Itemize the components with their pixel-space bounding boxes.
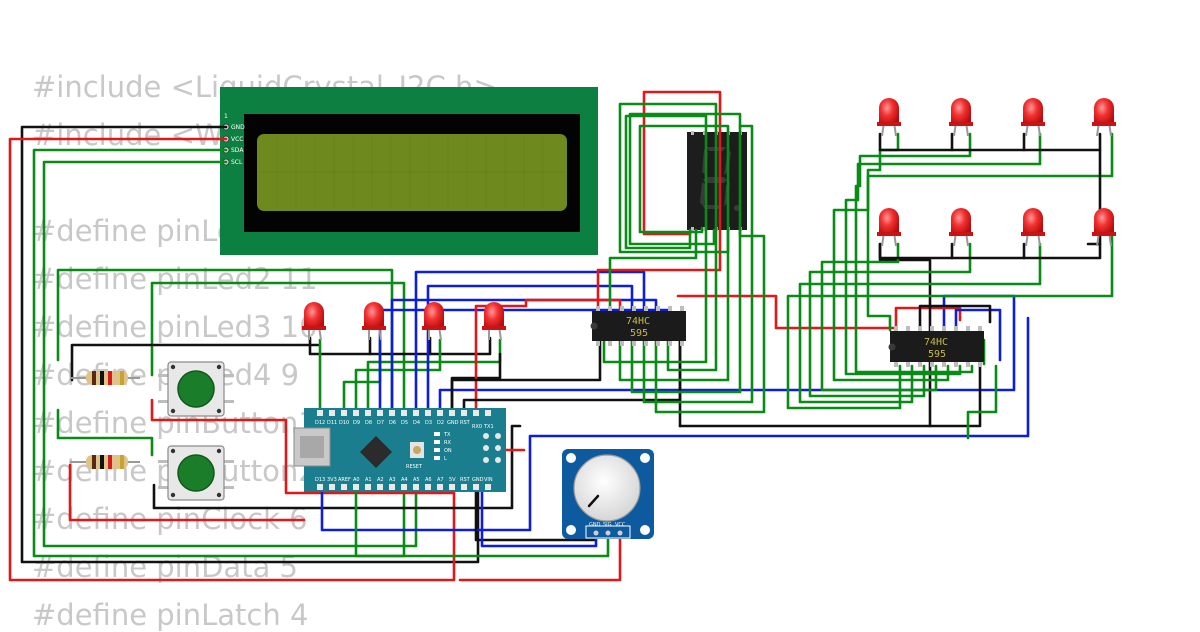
lcd-pin1-label: 1: [224, 113, 228, 120]
resistor[interactable]: [70, 455, 140, 469]
red-led[interactable]: [877, 98, 901, 137]
chip-label: 74HC: [924, 337, 948, 348]
red-led[interactable]: [949, 98, 973, 137]
red-led[interactable]: [422, 302, 446, 341]
arduino-pin-label: GND: [472, 477, 484, 483]
arduino-led-label: L: [444, 456, 447, 462]
arduino-nano[interactable]: D12 D11 D10 D9 D8 D7 D6 D5 D4 D3 D2 GND …: [293, 408, 506, 492]
arduino-pin-label: D6: [389, 420, 396, 426]
lcd-pin-gnd-label: GND: [231, 124, 245, 131]
red-led[interactable]: [1092, 208, 1116, 247]
chip-label: 74HC: [626, 316, 650, 327]
red-led[interactable]: [482, 302, 506, 341]
pot-pin-label: VCC: [615, 522, 626, 528]
arduino-pin-label: D11: [327, 420, 337, 426]
resistor[interactable]: [70, 371, 140, 385]
arduino-pin-label: D5: [401, 420, 408, 426]
push-button-1[interactable]: [158, 361, 234, 417]
arduino-pin-label: D2: [437, 420, 444, 426]
arduino-led-label: TX: [443, 432, 451, 438]
arduino-pin-label: D7: [377, 420, 384, 426]
code-line: #define pinButton1 8: [32, 406, 345, 440]
shift-register-1[interactable]: 74HC 595: [590, 306, 687, 346]
potentiometer-knob[interactable]: [573, 454, 641, 522]
chip-label: 595: [630, 328, 648, 339]
red-led[interactable]: [302, 302, 326, 341]
arduino-pin-label: D10: [339, 420, 349, 426]
arduino-pin-label: 5V: [449, 477, 456, 483]
red-led[interactable]: [949, 208, 973, 247]
code-line: #define pinLed2 11: [32, 262, 318, 296]
arduino-pin-label: D13: [315, 477, 325, 483]
arduino-pin-label: A6: [425, 477, 432, 483]
red-led[interactable]: [1021, 98, 1045, 137]
lcd-display[interactable]: 1 GND VCC SDA SCL: [220, 87, 598, 255]
pot-pin-label: GND: [589, 522, 601, 528]
arduino-pin-label: A7: [437, 477, 444, 483]
arduino-led-label: RX: [444, 440, 451, 446]
lcd-pin-vcc-label: VCC: [231, 136, 243, 143]
shift-register-2[interactable]: 74HC 595: [888, 326, 985, 367]
arduino-reset-label: RESET: [406, 464, 423, 470]
red-led[interactable]: [1021, 208, 1045, 247]
red-led[interactable]: [877, 208, 901, 247]
arduino-pin-label: RST: [460, 477, 471, 483]
lcd-pin-sda-label: SDA: [231, 147, 244, 154]
arduino-pin-label: A1: [365, 477, 372, 483]
arduino-pin-label: A5: [413, 477, 420, 483]
push-button-2[interactable]: [158, 445, 234, 501]
arduino-pin-label: 3V3: [327, 477, 337, 483]
led-row-left: [302, 302, 506, 341]
arduino-pin-label: D12: [315, 420, 325, 426]
lcd-pin-scl-label: SCL: [231, 159, 243, 166]
red-led[interactable]: [362, 302, 386, 341]
arduino-pin-label: A0: [353, 477, 360, 483]
arduino-pin-label: A2: [377, 477, 384, 483]
chip-label: 595: [928, 349, 946, 360]
arduino-pin-label: RST: [460, 420, 471, 426]
code-line: #define pinLatch 4: [32, 598, 309, 632]
arduino-pin-label: D8: [365, 420, 372, 426]
arduino-led-label: ON: [444, 448, 452, 454]
arduino-pin-label: D9: [353, 420, 360, 426]
arduino-pin-label: TX1: [483, 424, 494, 430]
wires: [8, 90, 1114, 582]
arduino-pin-label: D4: [413, 420, 420, 426]
potentiometer[interactable]: GND SIG VCC: [562, 449, 654, 539]
arduino-pin-label: A3: [389, 477, 396, 483]
arduino-pin-label: RX0: [472, 424, 482, 430]
arduino-pin-label: A4: [401, 477, 408, 483]
code-line: #define pinLed3 10: [32, 310, 318, 344]
led-grid-right: [877, 98, 1116, 247]
red-led[interactable]: [1092, 98, 1116, 137]
arduino-pin-label: D3: [425, 420, 432, 426]
pot-pin-label: SIG: [603, 522, 612, 528]
arduino-pin-label: VIN: [484, 477, 493, 483]
arduino-pin-label: AREF: [338, 477, 351, 483]
arduino-pin-label: GND: [447, 420, 459, 426]
